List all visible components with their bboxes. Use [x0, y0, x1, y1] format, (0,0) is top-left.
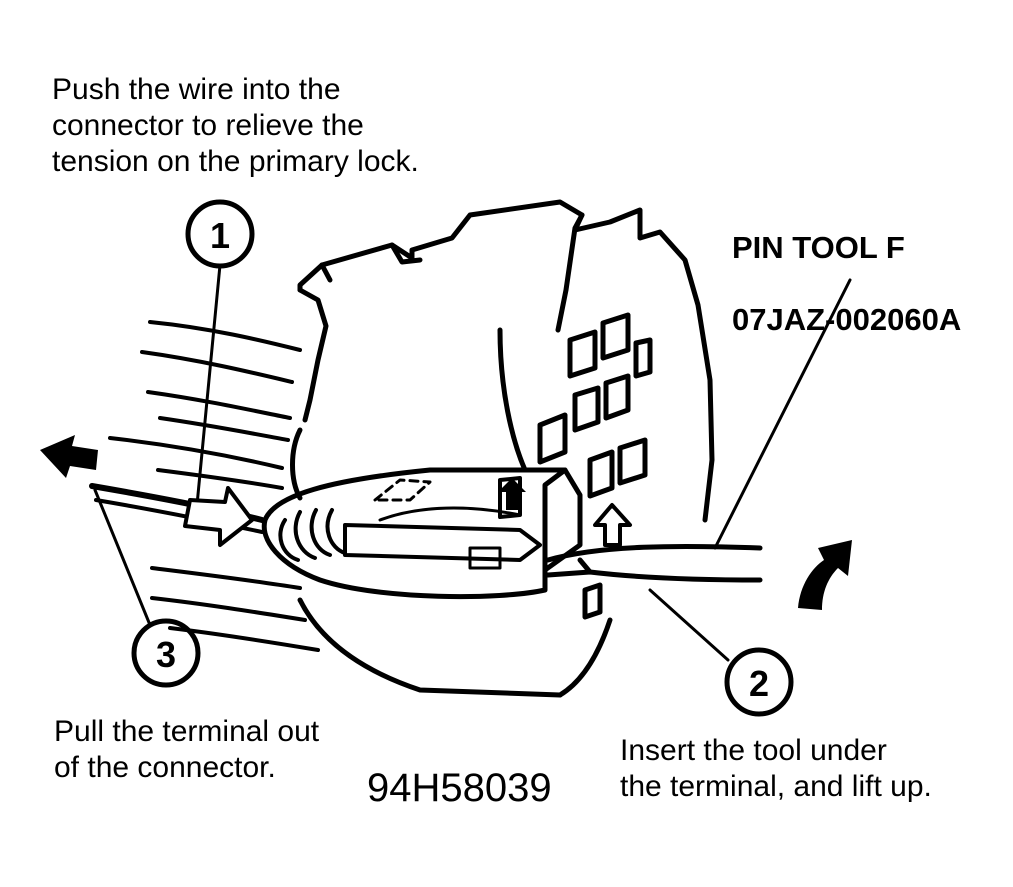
arrows — [40, 435, 852, 610]
pin-tool-part-number: 07JAZ-002060A — [732, 302, 962, 337]
callout-number-2: 2 — [749, 663, 769, 704]
pin-tool-name: PIN TOOL F — [732, 230, 905, 265]
lift-arrow-small — [593, 503, 632, 547]
connector-housing — [290, 199, 715, 698]
pull-arrow — [40, 435, 98, 478]
push-arrow — [183, 486, 254, 547]
callout-circle-3 — [131, 618, 201, 688]
terminal-cutaway — [261, 467, 583, 600]
pin-tool-label: PIN TOOL F 07JAZ-002060A — [732, 194, 961, 374]
wire-harness — [89, 320, 320, 652]
callout-number-1: 1 — [210, 215, 230, 256]
pin-tool — [545, 543, 763, 583]
step2-caption: Insert the tool under the terminal, and … — [620, 734, 932, 803]
terminal-up-arrow — [498, 478, 526, 510]
callout-circle-1 — [185, 199, 255, 269]
leader-lines — [93, 263, 852, 662]
step3-caption: Pull the terminal out of the connector. — [54, 715, 320, 784]
figure-id: 94H58039 — [367, 766, 552, 810]
callout-number-3: 3 — [156, 634, 176, 675]
step1-caption: Push the wire into the connector to reli… — [52, 73, 419, 178]
lift-arrow — [798, 540, 852, 610]
callout-circle-2 — [724, 647, 794, 717]
